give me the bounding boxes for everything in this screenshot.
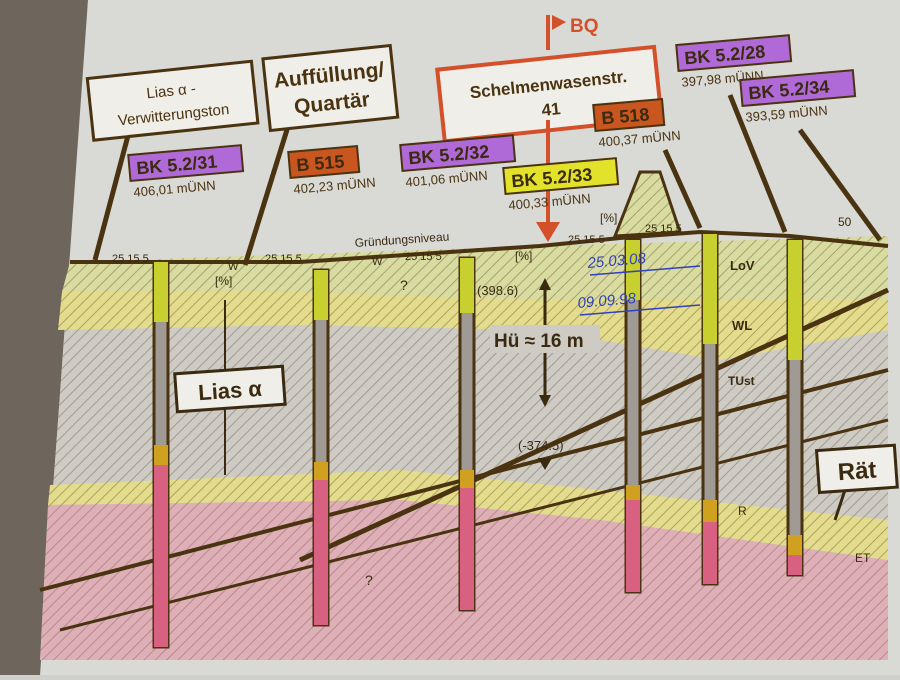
scale-label: 25 15 5 bbox=[265, 253, 302, 265]
callout-text: Lias α bbox=[197, 376, 263, 405]
leader-lines bbox=[92, 94, 883, 266]
callout-lias-weathering: Lias α - Verwitterungston bbox=[85, 59, 260, 142]
annotations: Gründungsniveau (398.6) Hü ≈ 16 m (-374.… bbox=[112, 211, 899, 588]
bq-label: BQ bbox=[570, 16, 599, 37]
arrow-up-icon bbox=[539, 278, 551, 290]
layer-yellow-band bbox=[48, 470, 888, 560]
borehole-column bbox=[624, 238, 642, 594]
marker-triangle-icon bbox=[538, 458, 552, 470]
handwritten-date: 25.03.08 bbox=[586, 250, 647, 272]
borehole-elevation: 406,01 mÜNN bbox=[133, 178, 216, 200]
bq-flag: BQ bbox=[546, 15, 599, 50]
percent-marker: [%] bbox=[515, 249, 532, 263]
ground-surface-line bbox=[70, 229, 889, 264]
borehole-elevation: 401,06 mÜNN bbox=[405, 168, 488, 190]
callout-text: Rät bbox=[837, 457, 877, 487]
layer-label-wl: WL bbox=[732, 318, 752, 333]
borehole-elevation: 400,37 mÜNN bbox=[598, 128, 681, 150]
w-marker: W bbox=[372, 256, 383, 268]
flag-icon bbox=[552, 15, 566, 30]
height-difference-label: Hü ≈ 16 m bbox=[494, 331, 584, 352]
layer-label-et: ET bbox=[855, 551, 871, 565]
arrow-down-icon bbox=[539, 395, 551, 407]
question-mark: ? bbox=[365, 572, 373, 588]
embankment bbox=[612, 170, 683, 238]
callout-raet: Rät bbox=[814, 443, 899, 495]
fifty-label: 50 bbox=[838, 215, 852, 229]
borehole-column bbox=[786, 238, 804, 577]
callout-text: 41 bbox=[541, 99, 562, 120]
foundation-level-label: Gründungsniveau bbox=[354, 229, 449, 250]
layer-label-lov: LoV bbox=[730, 258, 755, 273]
percent-marker: [%] bbox=[215, 274, 232, 288]
borehole-column bbox=[152, 260, 170, 649]
borehole-elevation: 400,33 mÜNN bbox=[508, 191, 591, 213]
w-marker: W bbox=[228, 261, 239, 273]
borehole-column bbox=[312, 268, 330, 627]
callout-lias-alpha: Lias α bbox=[173, 364, 287, 414]
borehole-id: B 518 bbox=[601, 104, 651, 128]
borehole-elevation: 402,23 mÜNN bbox=[293, 175, 376, 197]
scale-label: 25 15 5 bbox=[568, 234, 605, 246]
scale-label: 25 15 5 bbox=[405, 251, 442, 263]
scale-label: 25 15 5 bbox=[112, 253, 149, 265]
foundation-elevation: (398.6) bbox=[477, 283, 518, 298]
borehole-columns bbox=[152, 232, 804, 649]
lower-elevation: (-374.5) bbox=[518, 438, 564, 453]
arrow-down-icon bbox=[536, 222, 560, 242]
callout-text: Lias α - bbox=[146, 80, 197, 102]
borehole-id: B 515 bbox=[296, 151, 346, 175]
borehole-column bbox=[458, 256, 476, 612]
borehole-elevation: 393,59 mÜNN bbox=[745, 103, 828, 125]
handwritten-date: 09.09.98 bbox=[577, 290, 637, 312]
layer-label-r: R bbox=[738, 504, 747, 518]
scale-label: 25 15 5 bbox=[645, 223, 682, 235]
layer-label-tust: TUst bbox=[728, 374, 755, 388]
percent-marker: [%] bbox=[600, 211, 617, 225]
question-mark: ? bbox=[400, 277, 408, 293]
callout-fill-quaternary: Auffüllung/ Quartär bbox=[261, 43, 400, 133]
borehole-column bbox=[701, 232, 719, 586]
